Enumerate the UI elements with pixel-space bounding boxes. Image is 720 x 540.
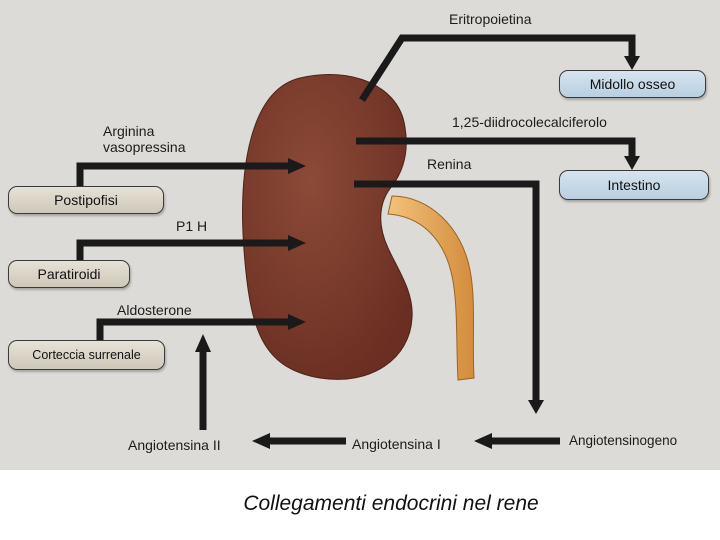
figure-caption: Collegamenti endocrini nel rene xyxy=(0,492,720,516)
label-aldosterone: Aldosterone xyxy=(117,302,192,318)
corteccia-surrenale-box: Corteccia surrenale xyxy=(8,340,165,370)
paratiroidi-box: Paratiroidi xyxy=(8,260,130,288)
arrow-p1h xyxy=(76,239,290,262)
corteccia-surrenale-label: Corteccia surrenale xyxy=(32,348,141,362)
arrow-diidrocolecalciferolo xyxy=(356,137,636,158)
label-arginina-vasopressina: Arginina vasopressina xyxy=(103,123,186,156)
postipofisi-label: Postipofisi xyxy=(54,192,118,208)
arrowhead-diidrocolecalciferolo xyxy=(624,156,640,170)
label-p1h: P1 H xyxy=(176,218,208,234)
arrowhead-p1h xyxy=(288,235,306,251)
arrowhead-angiotensina-2 xyxy=(195,334,211,352)
arrows xyxy=(76,34,640,449)
postipofisi-box: Postipofisi xyxy=(8,186,164,214)
label-eritropoietina: Eritropoietina xyxy=(449,11,532,27)
arrowhead-renina xyxy=(528,400,544,414)
arrowhead-arginina xyxy=(288,158,306,174)
arrowhead-aldosterone xyxy=(288,314,306,330)
midollo-osseo-label: Midollo osseo xyxy=(589,76,676,92)
ureter-shape xyxy=(387,195,475,381)
label-renina: Renina xyxy=(427,156,472,172)
paratiroidi-label: Paratiroidi xyxy=(37,266,101,282)
arrow-aldosterone xyxy=(96,318,290,342)
arrowhead-angiotensinogeno xyxy=(474,433,492,449)
label-angiotensina-2: Angiotensina II xyxy=(128,437,221,453)
arrowhead-eritropoietina xyxy=(624,56,640,70)
arrow-arginina xyxy=(76,162,290,188)
arrow-eritropoietina xyxy=(359,34,636,102)
kidney-shape xyxy=(242,74,413,380)
arrow-renina xyxy=(354,180,540,402)
figure-caption-text: Collegamenti endocrini nel rene xyxy=(243,492,539,515)
arrowhead-angiotensina-1 xyxy=(252,433,270,449)
label-diidrocolecalciferolo: 1,25-diidrocolecalciferolo xyxy=(452,114,607,130)
intestino-box: Intestino xyxy=(559,170,709,200)
intestino-label: Intestino xyxy=(607,177,661,193)
label-angiotensinogeno: Angiotensinogeno xyxy=(569,433,678,448)
midollo-osseo-box: Midollo osseo xyxy=(559,70,706,98)
label-angiotensina-1: Angiotensina I xyxy=(352,436,441,452)
